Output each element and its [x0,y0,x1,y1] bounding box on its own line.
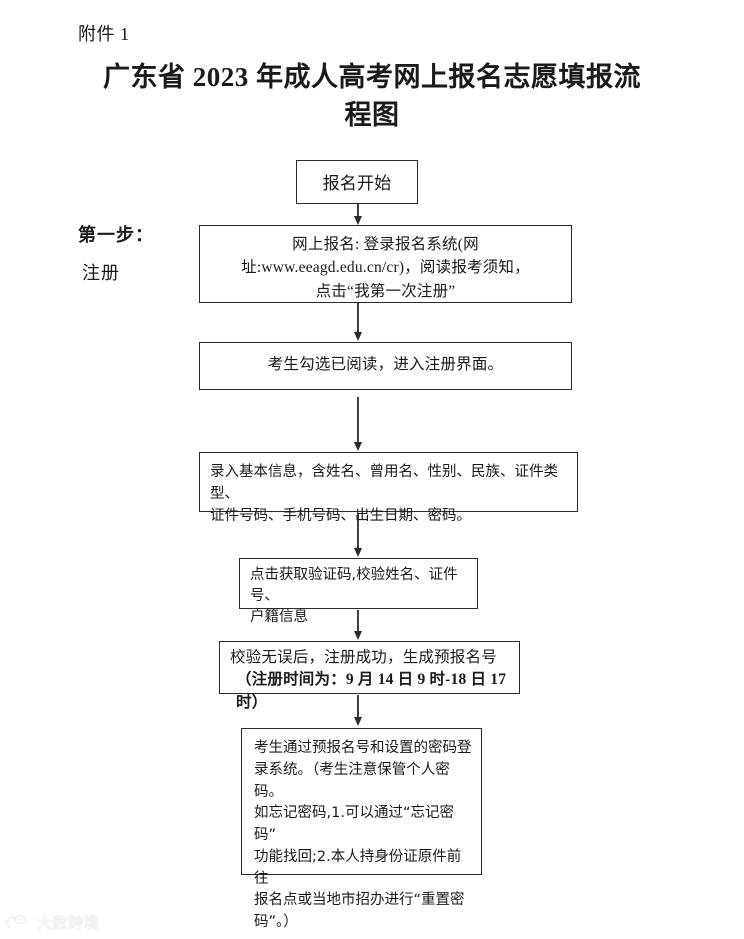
step-1-title: 第一步： [78,225,154,245]
flow-node-verify-code-text: 点击获取验证码,校验姓名、证件号、 户籍信息 [250,567,458,626]
step-1-name: 注册 [82,263,120,283]
flow-node-start-text: 报名开始 [322,174,392,193]
flow-node-online-registration: 网上报名: 登录报名系统(网 址:www.eeagd.edu.cn/cr)，阅读… [199,225,572,303]
flow-node-agree-terms: 考生勾选已阅读，进入注册界面。 [199,342,572,390]
flow-node-login-system: 考生通过预报名号和设置的密码登 录系统。（考生注意保管个人密码。 如忘记密码,1… [241,728,482,930]
flow-node-online-registration-text: 网上报名: 登录报名系统(网 址:www.eeagd.edu.cn/cr)，阅读… [241,236,530,300]
flow-node-start: 报名开始 [296,160,418,204]
watermark-logo-icon [6,914,32,931]
flow-node-registration-success: 校验无误后，注册成功，生成预报名号 （注册时间为：9 月 14 日 9 时-18… [219,641,520,711]
arrow-verify-code-to-registration-success [351,610,365,641]
arrow-basic-info-to-verify-code [351,514,365,558]
flow-node-registration-success-line1: 校验无误后，注册成功，生成预报名号 [230,649,497,666]
arrow-agree-to-basic-info [351,397,365,452]
arrow-online-registration-to-agree [351,303,365,342]
page-title: 广东省 2023 年成人高考网上报名志愿填报流程图 [103,62,641,131]
flow-node-verify-code: 点击获取验证码,校验姓名、证件号、 户籍信息 [239,558,478,625]
watermark: 大数跨境 [6,912,99,933]
arrow-start-to-online-registration [351,204,365,226]
flow-node-basic-info-text: 录入基本信息，含姓名、曾用名、性别、民族、证件类型、 证件号码、手机号码、出生日… [210,464,558,524]
flow-node-registration-success-line2: （注册时间为：9 月 14 日 9 时-18 日 17 时） [236,671,507,711]
arrow-registration-success-to-login [351,695,365,727]
flow-node-basic-info: 录入基本信息，含姓名、曾用名、性别、民族、证件类型、 证件号码、手机号码、出生日… [199,452,578,524]
attachment-label: 附件 1 [78,24,130,44]
flow-node-login-system-text: 考生通过预报名号和设置的密码登 录系统。（考生注意保管个人密码。 如忘记密码,1… [254,740,472,930]
flow-node-agree-terms-text: 考生勾选已阅读，进入注册界面。 [267,356,504,373]
watermark-text: 大数跨境 [37,914,100,932]
